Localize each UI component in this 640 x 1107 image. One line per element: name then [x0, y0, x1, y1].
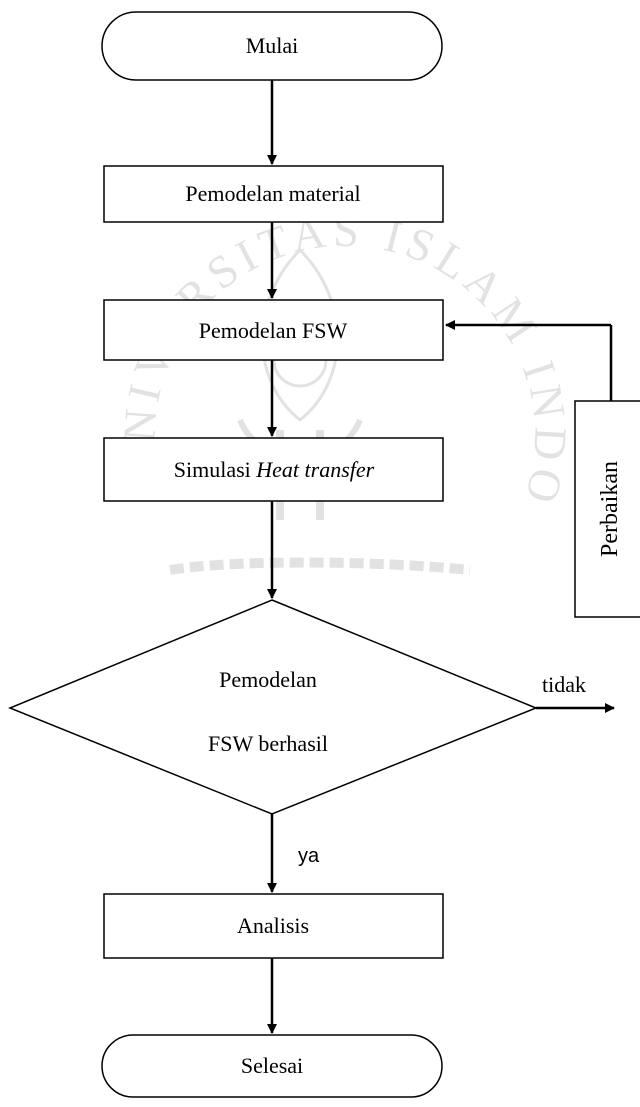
fsw-modeling-label: Pemodelan FSW	[199, 318, 348, 343]
process-fix: Perbaikan	[574, 400, 640, 618]
end-label: Selesai	[241, 1053, 303, 1078]
start-terminator: Mulai	[101, 11, 443, 81]
start-label: Mulai	[246, 33, 299, 58]
no-branch-label: tidak	[542, 672, 586, 697]
decision-fsw-success: Pemodelan FSW berhasil	[8, 599, 538, 815]
process-heat-transfer-simulation: Simulasi Heat transfer	[103, 437, 444, 502]
decision-label-line1: Pemodelan	[219, 667, 317, 692]
fix-label: Perbaikan	[597, 461, 623, 557]
analysis-label: Analisis	[237, 913, 309, 938]
process-material-modeling: Pemodelan material	[103, 165, 444, 223]
yes-branch-label: ya	[298, 845, 320, 867]
process-fsw-modeling: Pemodelan FSW	[103, 299, 444, 361]
simulation-label: Simulasi Heat transfer	[174, 457, 375, 482]
process-analysis: Analisis	[103, 893, 444, 959]
end-terminator: Selesai	[101, 1034, 443, 1098]
material-modeling-label: Pemodelan material	[185, 181, 360, 206]
decision-label-line2: FSW berhasil	[208, 731, 328, 756]
